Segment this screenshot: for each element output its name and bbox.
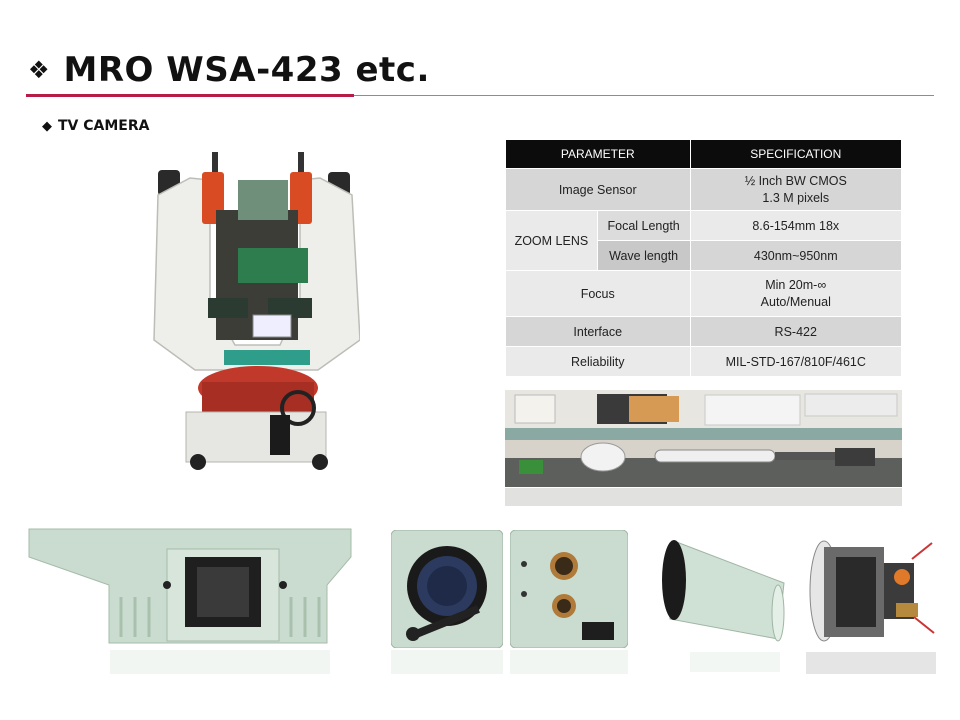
param-focal-length: Focal Length: [596, 210, 691, 241]
param-interface: Interface: [505, 316, 691, 347]
param-wave-length: Wave length: [596, 240, 691, 271]
value-line: Auto/Menual: [760, 295, 831, 309]
section-heading: ◆ TV CAMERA: [42, 118, 149, 134]
camera-front-reflection: [391, 650, 503, 674]
title-underline-red: [26, 94, 354, 97]
value-interface: RS-422: [689, 316, 902, 347]
tv-camera-mount-photo: [153, 152, 360, 470]
page-title: ❖ MRO WSA-423 etc.: [28, 50, 430, 90]
param-reliability: Reliability: [505, 346, 691, 377]
housing-cover-reflection: [110, 650, 330, 674]
param-image-sensor: Image Sensor: [505, 168, 691, 211]
test-bench-reflection: [505, 488, 902, 506]
test-bench-photo: [505, 390, 902, 487]
value-focal-length: 8.6-154mm 18x: [689, 210, 902, 241]
param-focus: Focus: [505, 270, 691, 317]
value-line: Min 20m-∞: [765, 278, 827, 292]
title-text: MRO WSA-423 etc.: [63, 50, 430, 90]
param-zoom-lens: ZOOM LENS: [505, 210, 598, 271]
value-wave-length: 430nm~950nm: [689, 240, 902, 271]
internal-assembly-photo: [809, 540, 935, 642]
sun-shield-photo: [662, 540, 785, 642]
value-line: 1.3 M pixels: [762, 191, 830, 205]
value-reliability: MIL-STD-167/810F/461C: [689, 346, 902, 377]
camera-rear-reflection: [510, 650, 628, 674]
section-heading-text: TV CAMERA: [58, 118, 150, 134]
title-underline-blue: [354, 95, 934, 96]
diamond-icon: ◆: [42, 118, 52, 134]
camera-rear-photo: [510, 530, 628, 648]
sun-shield-reflection: [690, 652, 780, 672]
diamond-bullet-icon: ❖: [28, 56, 50, 84]
internal-assembly-reflection: [806, 652, 936, 674]
camera-housing-cover-photo: [28, 528, 352, 644]
value-line: ½ Inch BW CMOS: [744, 174, 847, 188]
spec-table: PARAMETER SPECIFICATION Image Sensor ½ I…: [505, 139, 902, 377]
header-parameter: PARAMETER: [505, 139, 691, 169]
header-specification: SPECIFICATION: [689, 139, 902, 169]
value-image-sensor: ½ Inch BW CMOS 1.3 M pixels: [689, 168, 902, 211]
camera-front-photo: [391, 530, 503, 648]
value-focus: Min 20m-∞ Auto/Menual: [689, 270, 902, 317]
